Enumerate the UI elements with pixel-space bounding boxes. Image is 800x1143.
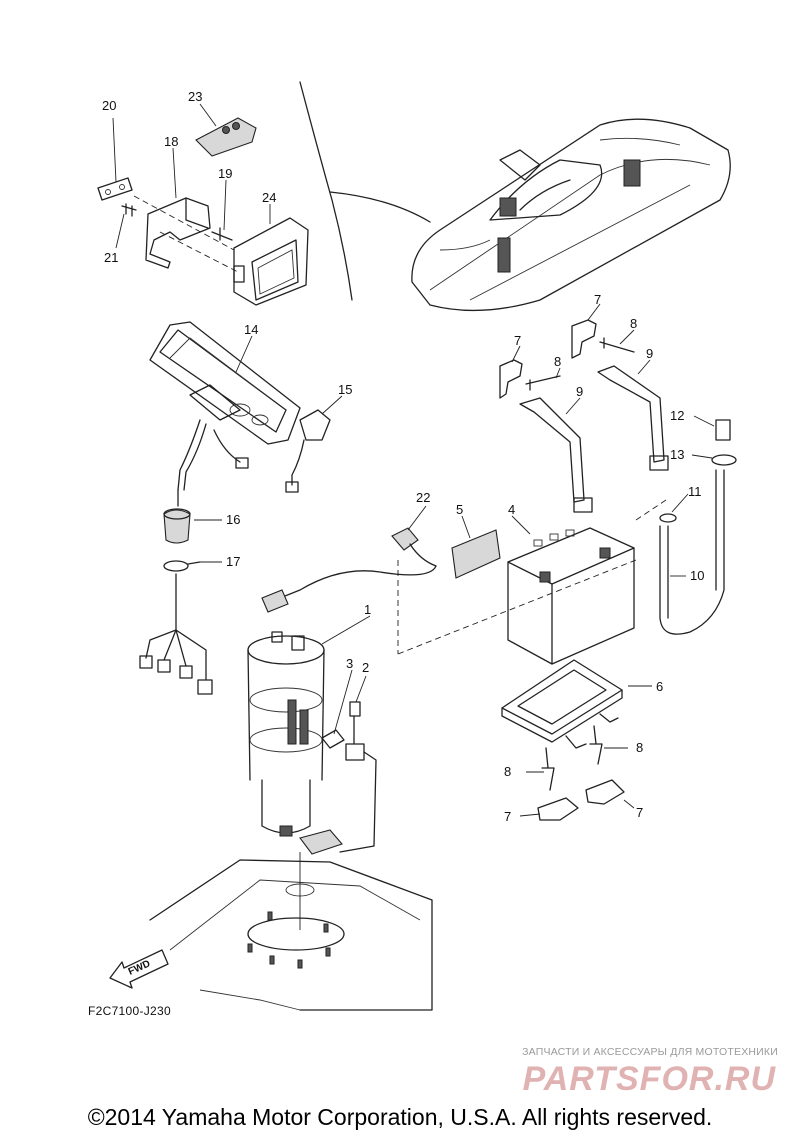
part-6-tray: [501, 659, 652, 749]
callout-21: 21: [104, 250, 118, 265]
part-8-rivet-bottom-left: [526, 747, 555, 791]
part-4-battery: [507, 515, 635, 665]
copyright-notice: ©2014 Yamaha Motor Corporation, U.S.A. A…: [88, 1104, 713, 1130]
callout-8-d: 8: [504, 764, 511, 779]
part-8-screw-top-left: [525, 367, 561, 391]
callout-8-b: 8: [630, 316, 637, 331]
callout-10: 10: [690, 568, 704, 583]
callout-6: 6: [656, 679, 663, 694]
callout-16: 16: [226, 512, 240, 527]
callout-22: 22: [416, 490, 430, 505]
part-17-clamp: [163, 560, 222, 572]
callout-7-a: 7: [514, 333, 521, 348]
sensor-wire: [269, 565, 437, 603]
callout-5: 5: [456, 502, 463, 517]
callout-8-c: 8: [636, 740, 643, 755]
part-20-plate: [97, 117, 133, 201]
part-14-meter: [149, 321, 301, 491]
callout-7-d: 7: [636, 805, 643, 820]
callout-13: 13: [670, 447, 684, 462]
part-11-clip: [659, 493, 689, 523]
watercraft-illustration: [411, 118, 731, 312]
part-19-screw: [211, 179, 233, 241]
callout-7-c: 7: [504, 809, 511, 824]
drawing-code: F2C7100-J230: [88, 1004, 171, 1018]
part-16-grommet: [163, 508, 222, 544]
assembly-line-18-24: [159, 231, 239, 273]
routing-line-battery: [397, 559, 637, 655]
callout-18: 18: [164, 134, 178, 149]
part-13-clamp: [691, 454, 737, 466]
callout-labels: 1 2 3 4 5 6 7 7 7 7 8 8 8 8 9 9 10 11 12…: [102, 89, 704, 824]
routing-line-vent: [635, 499, 667, 521]
callout-1: 1: [364, 602, 371, 617]
part-1-fuel-pump: [247, 615, 371, 837]
part-7-bracket-top-left: [499, 345, 523, 399]
callout-12: 12: [670, 408, 684, 423]
part-3-part: [321, 669, 353, 749]
callout-3: 3: [346, 656, 353, 671]
watermark-tagline: ЗАПЧАСТИ И АКСЕССУАРЫ ДЛЯ МОТОТЕХНИКИ: [522, 1046, 778, 1058]
sensor-plug: [261, 589, 289, 613]
assembly-line-20-24: [133, 195, 235, 251]
part-24-receiver: [233, 204, 309, 306]
callout-7-b: 7: [594, 292, 601, 307]
part-18-bracket: [145, 147, 211, 269]
callout-24: 24: [262, 190, 276, 205]
callout-23: 23: [188, 89, 202, 104]
callout-9-a: 9: [576, 384, 583, 399]
callout-9-b: 9: [646, 346, 653, 361]
part-8-rivet-bottom-right: [589, 725, 628, 765]
part-5-label: [451, 515, 501, 579]
callout-20: 20: [102, 98, 116, 113]
part-15-connector: [285, 395, 343, 493]
fwd-label: FWD: [127, 958, 152, 977]
pump-connector: [299, 829, 343, 855]
callout-11: 11: [688, 484, 702, 499]
part-9-strap-left: [519, 397, 593, 513]
part-21-screw: [115, 203, 137, 249]
callout-14: 14: [244, 322, 258, 337]
pump-wire: [339, 751, 377, 853]
part-22-sensor: [391, 505, 437, 567]
location-leader: [329, 191, 431, 223]
part-12-fitting: [693, 415, 731, 441]
callout-19: 19: [218, 166, 232, 181]
callout-8-a: 8: [554, 354, 561, 369]
part-8-screw-top-right: [599, 329, 635, 353]
callout-17: 17: [226, 554, 240, 569]
callout-15: 15: [338, 382, 352, 397]
fwd-arrow-icon: FWD: [109, 949, 169, 989]
callout-2: 2: [362, 660, 369, 675]
watermark-logo: PARTSFOR.RU: [523, 1060, 777, 1098]
part-2-connector: [345, 675, 367, 761]
part-9-strap-right: [597, 359, 669, 471]
part-7-bracket-bottom-left: [519, 797, 579, 821]
part-7-bracket-top-right: [571, 303, 601, 359]
part-7-bracket-bottom-right: [585, 779, 635, 809]
part-23-remote: [195, 103, 257, 157]
hull-floor-illustration: [149, 852, 433, 1011]
section-divider: [299, 81, 353, 301]
part-10-hose: [659, 469, 725, 635]
wire-harness: [139, 489, 213, 695]
callout-4: 4: [508, 502, 515, 517]
